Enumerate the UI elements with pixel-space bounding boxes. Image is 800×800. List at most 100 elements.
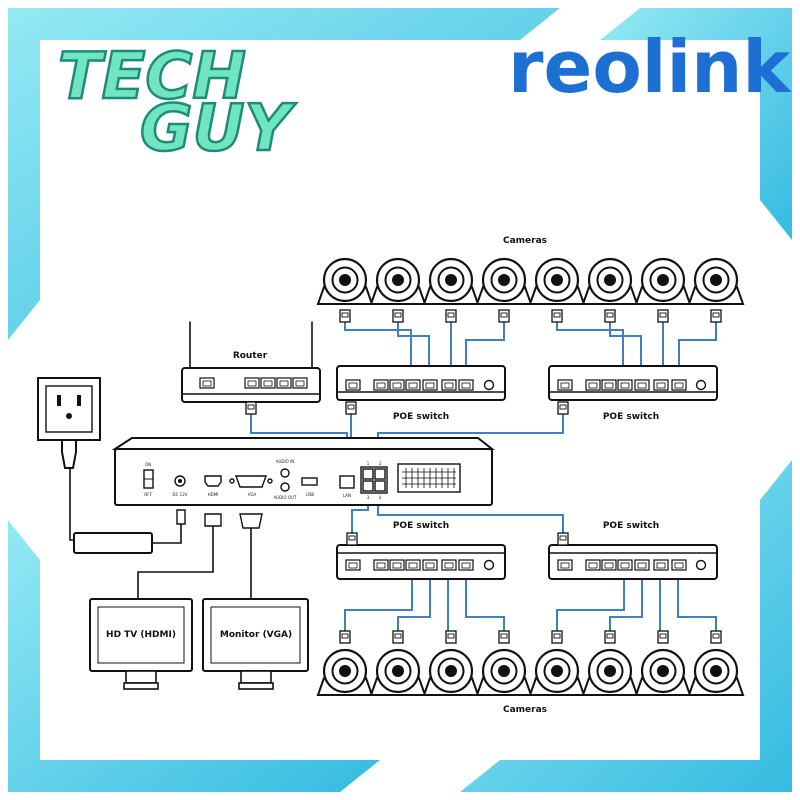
hd-tv-label: HD TV (HDMI): [106, 630, 176, 640]
rj45-plug-icon: [445, 309, 457, 323]
lan-port-icon: [260, 377, 276, 389]
rj45-plug-icon: [339, 630, 351, 644]
hd-tv: [89, 598, 193, 690]
rj45-plug-icon: [710, 309, 722, 323]
poe-port-icon: [389, 379, 405, 391]
poe-port-icon: [458, 379, 474, 391]
poe-port-icon: [601, 379, 617, 391]
nvr-port-2-label: 2: [379, 461, 382, 466]
poe-port-icon: [373, 559, 389, 571]
bottom-camera-cables: [344, 570, 717, 634]
nvr-on-label: ON: [145, 462, 151, 467]
poe-port-icon: [422, 559, 438, 571]
lan-port-icon: [244, 377, 260, 389]
poe-port-icon: [373, 379, 389, 391]
rj45-plug-icon: [557, 532, 569, 546]
poe-switch-tr-label: POE switch: [603, 412, 659, 422]
poe-port-icon: [634, 559, 650, 571]
poe-port-icon: [634, 379, 650, 391]
rj45-plug-icon: [557, 401, 569, 415]
rj45-plug-icon: [339, 309, 351, 323]
nvr-recorder: ON OFF DC 12V HDMI VGA AUDIO IN AUDIO OU…: [111, 437, 495, 506]
audio-out-jack-icon: [280, 482, 290, 492]
tech-guy-line2: GUY: [140, 92, 297, 166]
hdmi-plug-icon: [204, 513, 222, 527]
poe-port-icon: [441, 379, 457, 391]
nvr-audio-out-label: AUDIO OUT: [274, 495, 297, 500]
poe-port-icon: [441, 559, 457, 571]
poe-port-icon: [405, 559, 421, 571]
uplink-port-icon: [345, 559, 361, 571]
display-cables: [137, 513, 263, 599]
poe-port-icon: [405, 379, 421, 391]
poe-port-icon: [458, 559, 474, 571]
poe-port-icon: [422, 379, 438, 391]
rj45-plug-icon: [604, 630, 616, 644]
rj45-plug-icon: [392, 630, 404, 644]
nvr-port-3-label: 3: [367, 495, 370, 500]
poe-port-icon: [585, 559, 601, 571]
poe-switch-top-right: [548, 365, 718, 415]
vga-port-icon: [235, 475, 267, 488]
rj45-plug-icon: [604, 309, 616, 323]
power-plug-icon: [61, 439, 77, 469]
uplink-port-icon: [557, 559, 573, 571]
reolink-logo: reolink: [508, 25, 792, 109]
poe-port-icon: [671, 559, 687, 571]
nvr-hdmi-label: HDMI: [208, 492, 219, 497]
poe-switch-tl-label: POE switch: [393, 412, 449, 422]
poe-port-icon: [601, 559, 617, 571]
power-supply: [37, 377, 186, 554]
poe-port-icon: [389, 559, 405, 571]
tech-guy-logo: TECH GUY: [57, 39, 298, 168]
nvr-port-1-label: 1: [367, 461, 370, 466]
vga-monitor: [202, 598, 309, 690]
rj45-plug-icon: [657, 630, 669, 644]
rj45-plug-icon: [345, 401, 357, 415]
rj45-plug-icon: [551, 630, 563, 644]
rj45-plug-icon: [498, 630, 510, 644]
nvr-vga-label: VGA: [248, 492, 257, 497]
poe-port-icon: [617, 379, 633, 391]
rj45-plug-icon: [392, 309, 404, 323]
poe-switch-top-left: [336, 365, 506, 415]
poe-port-icon: [653, 379, 669, 391]
uplink-port-icon: [557, 379, 573, 391]
lan-port-icon: [276, 377, 292, 389]
rj45-plug-icon: [657, 309, 669, 323]
audio-in-jack-icon: [280, 468, 290, 478]
poe-port-icon: [653, 559, 669, 571]
poe-port-icon: [617, 559, 633, 571]
monitor-label: Monitor (VGA): [220, 630, 292, 640]
poe-switch-bottom-right: [548, 532, 718, 580]
poe-port-icon: [585, 379, 601, 391]
hdmi-port-icon: [204, 475, 222, 487]
wan-port-icon: [199, 377, 215, 389]
vga-plug-icon: [239, 513, 263, 529]
uplink-port-icon: [345, 379, 361, 391]
lan-port-icon: [292, 377, 308, 389]
rj45-plug-icon: [445, 630, 457, 644]
nvr-audio-in-label: AUDIO IN: [276, 459, 295, 464]
poe-port-icon: [671, 379, 687, 391]
nvr-port-4-label: 4: [379, 495, 382, 500]
rj45-plug-icon: [710, 630, 722, 644]
usb-port-icon: [301, 477, 318, 486]
rj45-plug-icon: [245, 401, 257, 415]
rj45-plug-icon: [346, 532, 358, 546]
poe-switch-bl-label: POE switch: [393, 521, 449, 531]
nvr-usb-label: USB: [306, 492, 314, 497]
cameras-top-label: Cameras: [503, 236, 547, 246]
router: [181, 321, 321, 415]
poe-switch-bottom-left: [336, 532, 506, 580]
nvr-off-label: OFF: [144, 492, 152, 497]
power-adapter-icon: [73, 532, 153, 554]
nvr-lan-port-icon: [339, 475, 355, 489]
poe-switch-br-label: POE switch: [603, 521, 659, 531]
cameras-bottom-label: Cameras: [503, 705, 547, 715]
tech-guy-line1: TECH: [58, 40, 246, 114]
nvr-dc-label: DC 12V: [173, 492, 188, 497]
nvr-lan-label: LAN: [343, 493, 351, 498]
dc-plug-icon: [176, 509, 186, 525]
